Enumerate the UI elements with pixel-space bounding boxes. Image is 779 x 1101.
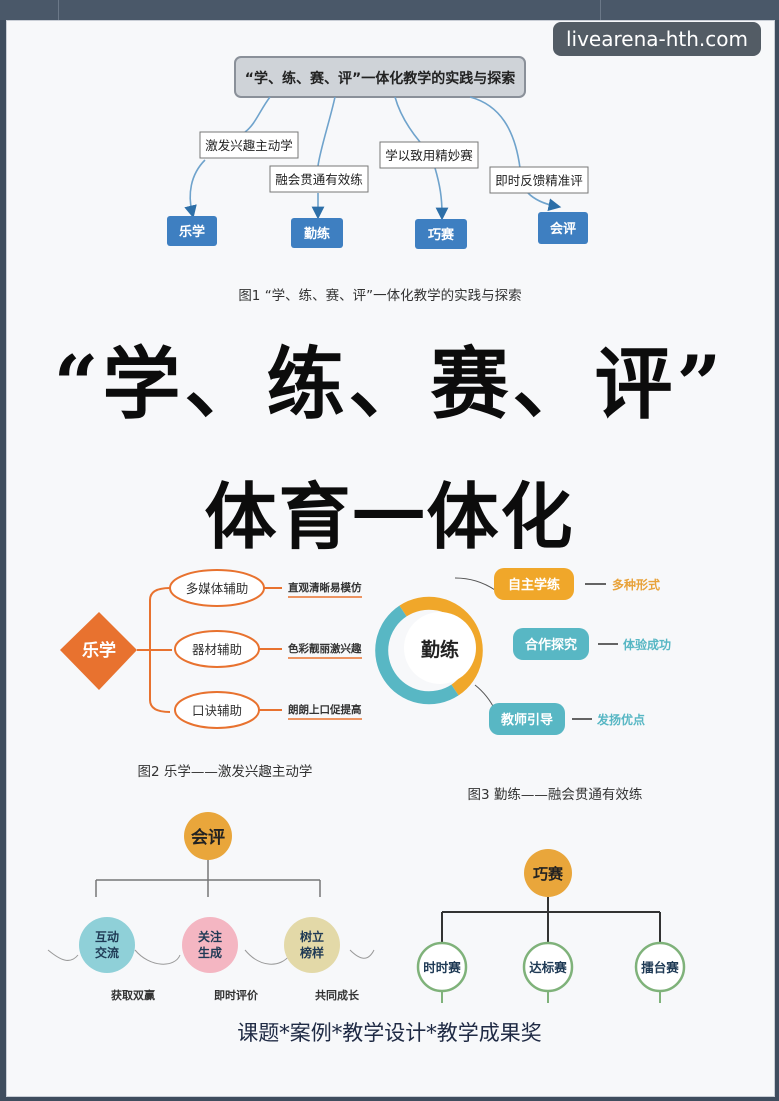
fig3-item-text: 教师引导 xyxy=(500,712,553,728)
fig5-root-circle xyxy=(524,849,572,897)
fig2-note: 色彩靓丽激兴趣 xyxy=(288,642,362,655)
fig2-note: 朗朗上口促提高 xyxy=(288,703,362,716)
fig3-item-pill xyxy=(513,628,589,660)
fig3-note: 多种形式 xyxy=(612,577,660,592)
fig1-root-text: “学、练、赛、评”一体化教学的实践与探索 xyxy=(245,70,515,87)
fig1-node-text: 会评 xyxy=(550,221,576,237)
fig1-connector xyxy=(469,96,521,169)
fig3-arc xyxy=(454,577,496,591)
fig1-label-box xyxy=(379,141,479,169)
fig1-node-qinlian xyxy=(291,218,343,248)
fig1-connector xyxy=(394,96,421,143)
fig1-label: 即时反馈精准评 xyxy=(495,173,583,188)
main-subtitle: 体育一体化 xyxy=(204,474,575,559)
fig1-arrow xyxy=(527,192,562,212)
fig4-swoosh xyxy=(134,949,181,965)
fig5-item-text: 达标赛 xyxy=(529,960,567,975)
fig3-item-text: 自主学练 xyxy=(508,577,560,593)
figure4: 会评 互动交流 关注生成 树立榜样 获取双赢 即时评价 共同成长 xyxy=(47,812,375,1002)
fig1-connector xyxy=(244,96,271,133)
fig4-root-circle xyxy=(184,812,232,860)
fig4-item-circle xyxy=(182,917,238,973)
fig1-label-box xyxy=(269,165,369,193)
fig2-item-text: 口诀辅助 xyxy=(192,703,242,718)
fig4-note: 即时评价 xyxy=(214,988,259,1002)
poster-sheet xyxy=(6,20,775,1097)
top-bar-divider xyxy=(600,0,601,20)
fig1-node-huiping xyxy=(538,212,588,244)
fig4-note: 获取双赢 xyxy=(111,988,155,1002)
fig3-caption: 图3 勤练——融会贯通有效练 xyxy=(468,787,643,803)
fig1-connector xyxy=(317,96,336,167)
fig3-item-pill xyxy=(489,703,565,735)
fig1-root-box xyxy=(234,56,526,98)
fig2-center-diamond xyxy=(60,612,137,690)
fig4-swoosh xyxy=(349,949,375,959)
fig3-center-text: 勤练 xyxy=(421,638,459,661)
footer-text: 课题*案例*教学设计*教学成果奖 xyxy=(237,1021,542,1045)
main-title: “学、练、赛、评” xyxy=(53,339,726,430)
fig1-label-box xyxy=(199,131,299,159)
top-bar xyxy=(0,0,779,20)
figure2: 乐学 多媒体辅助 器材辅助 口诀辅助 直观清晰易模仿 色彩靓丽激兴趣 朗朗上口促… xyxy=(60,569,362,780)
fig3-ring-teal xyxy=(375,605,459,705)
fig1-node-text: 勤练 xyxy=(304,226,330,242)
fig4-swoosh xyxy=(244,949,291,965)
fig1-node-qiaosai xyxy=(415,219,467,249)
fig4-item-circle xyxy=(79,917,135,973)
fig4-item-text: 树立榜样 xyxy=(300,929,324,960)
fig1-label: 融会贯通有效练 xyxy=(275,172,363,187)
fig4-root-text: 会评 xyxy=(191,827,225,848)
fig3-center-circle xyxy=(404,612,476,684)
fig2-item-text: 多媒体辅助 xyxy=(186,581,249,596)
fig4-item-text: 互动交流 xyxy=(95,930,119,960)
fig3-item-text: 合作探究 xyxy=(525,637,577,653)
fig1-node-text: 巧赛 xyxy=(428,227,455,243)
fig1-caption: 图1 “学、练、赛、评”一体化教学的实践与探索 xyxy=(238,288,521,304)
fig3-note: 发扬优点 xyxy=(596,712,645,727)
fig3-ring-amber xyxy=(399,596,483,696)
fig4-note: 共同成长 xyxy=(315,988,360,1002)
top-bar-divider xyxy=(58,0,59,20)
fig5-root-text: 巧赛 xyxy=(533,865,564,883)
fig1-label: 激发兴趣主动学 xyxy=(205,138,293,153)
fig2-item-text: 器材辅助 xyxy=(192,642,242,657)
fig1-arrow xyxy=(434,167,449,221)
fig3-item-pill xyxy=(494,568,574,600)
figure3: 勤练 自主学练 合作探究 教师引导 多种形式 体验成功 发扬优点 图3 勤练——… xyxy=(375,568,671,803)
fig5-item-text: 擂台赛 xyxy=(641,960,679,975)
fig1-node-text: 乐学 xyxy=(179,224,205,240)
fig2-note: 直观清晰易模仿 xyxy=(288,581,362,594)
fig2-center-text: 乐学 xyxy=(82,640,116,661)
fig1-node-lexue xyxy=(167,216,217,246)
fig1-label: 学以致用精妙赛 xyxy=(385,148,473,163)
fig1-arrow xyxy=(184,159,206,219)
fig4-swoosh xyxy=(47,949,79,961)
fig1-label-box xyxy=(489,166,589,194)
fig2-caption: 图2 乐学——激发兴趣主动学 xyxy=(138,764,313,780)
fig4-item-text: 关注生成 xyxy=(198,929,222,960)
watermark: livearena-hth.com xyxy=(553,22,761,56)
figure1: “学、练、赛、评”一体化教学的实践与探索 激发兴趣主动学 融会贯通有效练 学以致… xyxy=(167,56,589,304)
figure5: 巧赛 时时赛 达标赛 擂台赛 xyxy=(416,849,686,1003)
fig2-bracket xyxy=(137,587,172,713)
fig4-item-circle xyxy=(284,917,340,973)
fig5-item-text: 时时赛 xyxy=(423,960,461,975)
fig3-note: 体验成功 xyxy=(623,637,671,652)
